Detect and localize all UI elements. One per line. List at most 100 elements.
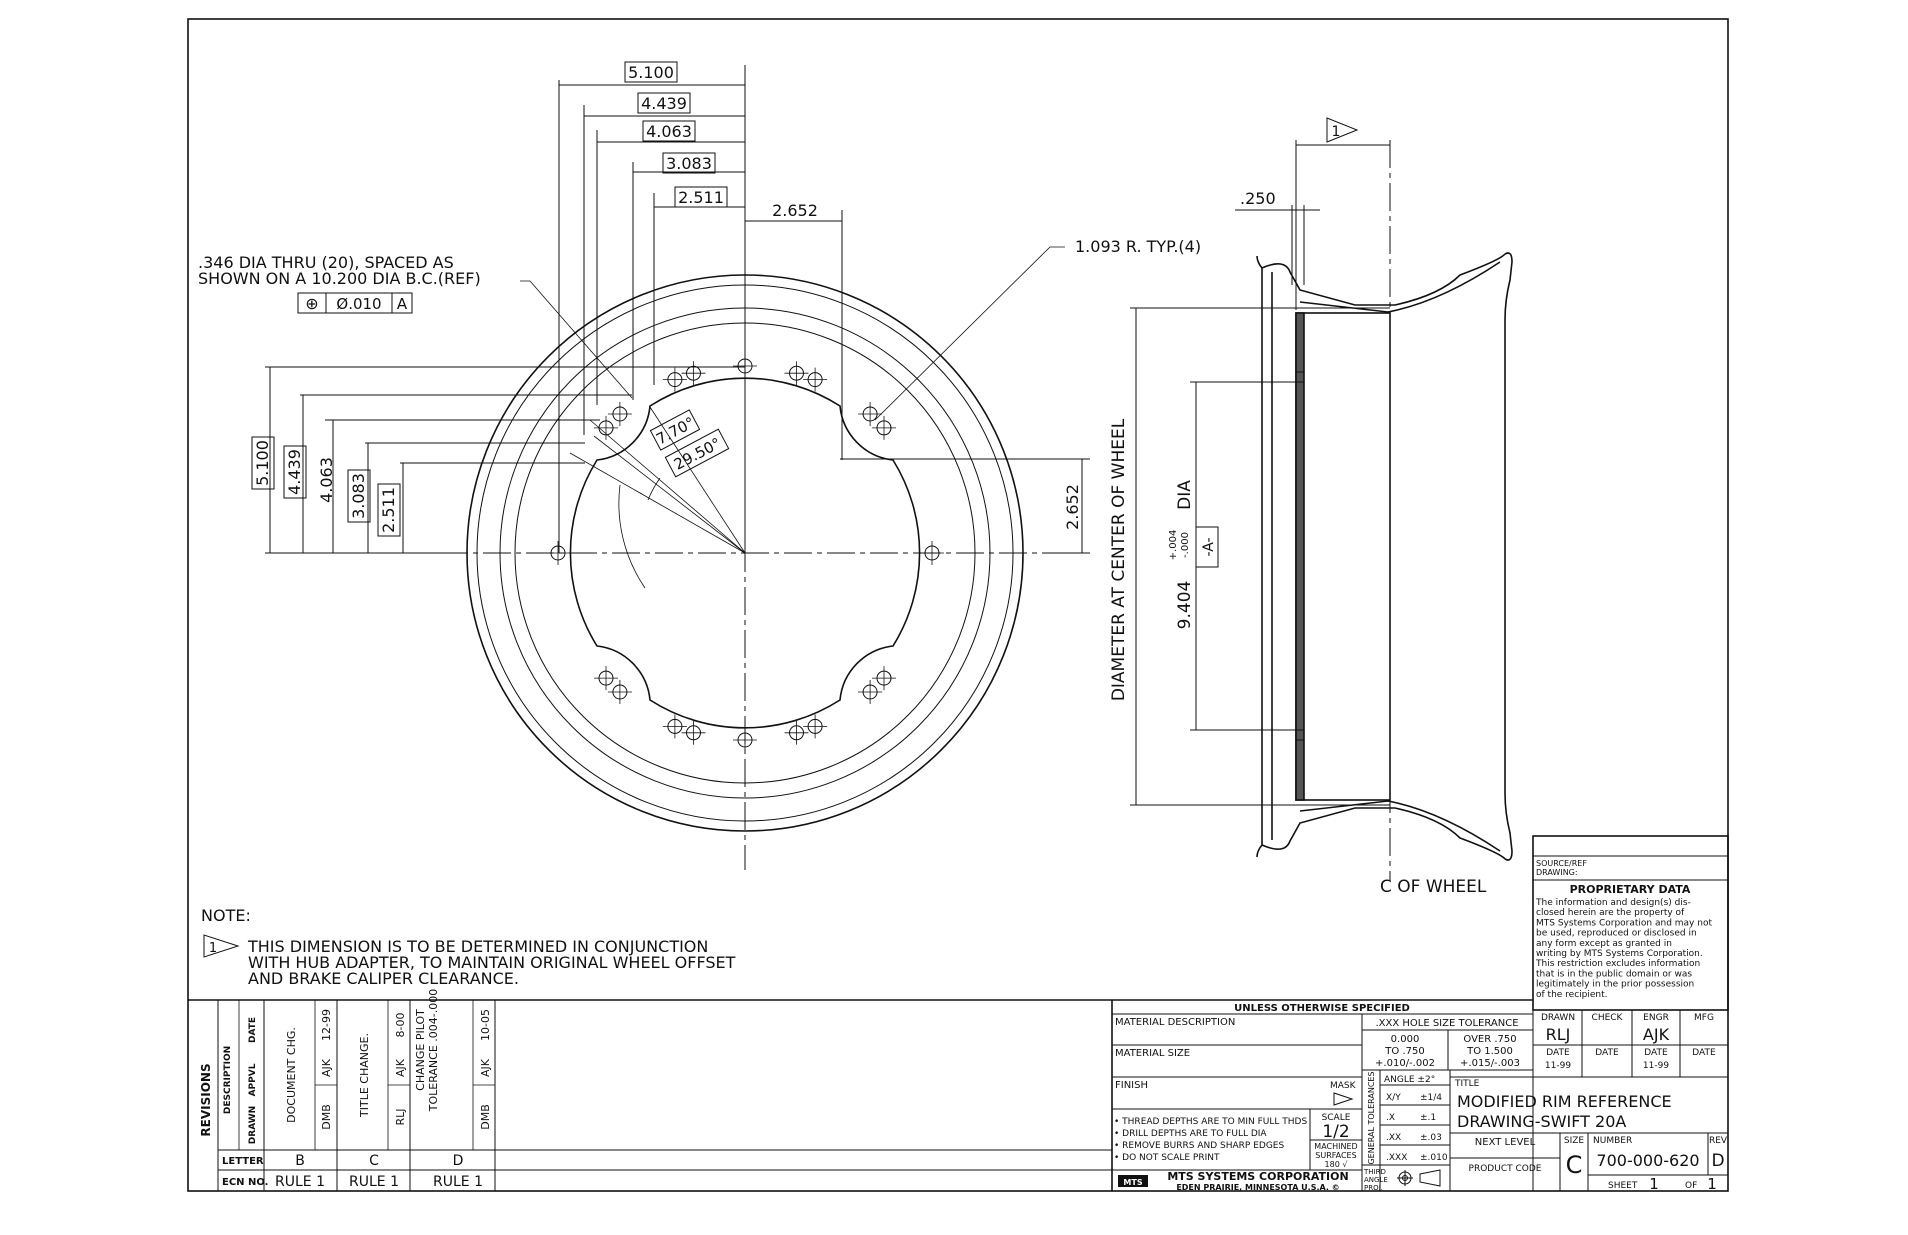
tb-note-3: • REMOVE BURRS AND SHARP EDGES (1114, 1141, 1284, 1151)
mts-logo-text: MTS (1123, 1178, 1142, 1187)
rim-profile-outer (1256, 253, 1506, 860)
dim-h-5100: 5.100 (628, 63, 674, 82)
company-location: EDEN PRAIRIE, MINNESOTA U.S.A. © (1176, 1183, 1339, 1192)
angle-ray-2 (569, 452, 746, 554)
third-angle-projection-icon (1397, 1169, 1441, 1187)
proprietary-text: The information and design(s) dis-closed… (1535, 898, 1712, 1000)
radius-leader (874, 246, 1065, 421)
dim-box-2511-left (377, 483, 401, 537)
hole-tol-c2-r3: +.015/-.003 (1460, 1058, 1520, 1069)
third-angle-2: ANGLE (1364, 1176, 1388, 1184)
drawn-value: RLJ (1546, 1025, 1571, 1044)
frac-label: X/Y (1386, 1093, 1401, 1103)
angle-arc-1 (618, 484, 646, 589)
drawn-date: 11-99 (1545, 1061, 1571, 1071)
engr-label: ENGR (1643, 1013, 1669, 1023)
pilot-tol-minus: -.000 (1180, 532, 1191, 558)
source-ref-label2: DRAWING: (1536, 868, 1578, 877)
hole-note-line2: SHOWN ON A 10.200 DIA B.C.(REF) (198, 269, 481, 288)
material-description-label: MATERIAL DESCRIPTION (1115, 1017, 1235, 1028)
angle-tol: ANGLE ±2° (1384, 1075, 1435, 1085)
xx-tol: ±.03 (1420, 1133, 1442, 1143)
angle-arc-2 (647, 477, 661, 501)
frac-tol: ±1/4 (1420, 1093, 1442, 1103)
hole-tol-c1-r2: TO .750 (1384, 1046, 1424, 1057)
proprietary-block: SOURCE/REF DRAWING: PROPRIETARY DATA The… (1532, 835, 1729, 1011)
note-line3: AND BRAKE CALIPER CLEARANCE. (248, 969, 519, 988)
fcf-tolerance: Ø.010 (336, 295, 381, 313)
rev-d-description2: TOLERANCE .004-.000 (427, 989, 440, 1113)
dim-box-4439-left (283, 445, 307, 499)
angle-label-group-1: 7.70° (649, 409, 701, 451)
tb-note-2: • DRILL DEPTHS ARE TO FULL DIA (1114, 1129, 1267, 1139)
tb-note-1: • THREAD DEPTHS ARE TO MIN FULL THDS (1114, 1117, 1307, 1127)
centerline-label: C OF WHEEL (1380, 877, 1487, 897)
unless-specified: UNLESS OTHERWISE SPECIFIED (1234, 1003, 1410, 1014)
drawing-number: 700-000-620 (1596, 1151, 1699, 1170)
rev-label: REV (1709, 1136, 1728, 1146)
front-view: 5.100 4.439 4.063 3.083 2.511 2.652 5.10… (198, 61, 1201, 870)
title-block: UNLESS OTHERWISE SPECIFIED MATERIAL DESC… (1111, 1000, 1728, 1193)
rev-c-date: 8-00 (394, 1013, 407, 1038)
right-offset-dimension-lines (840, 458, 1090, 554)
datum-a-box (1195, 526, 1219, 568)
dim-h-2511: 2.511 (678, 188, 724, 207)
title-label: TITLE (1454, 1079, 1480, 1089)
dim-h-4439: 4.439 (641, 94, 687, 113)
proprietary-line: that is in the public domain or was (1536, 969, 1692, 979)
xx-label: .XX (1386, 1133, 1401, 1143)
rev-c-appvl: AJK (394, 1058, 407, 1077)
engr-date: 11-99 (1643, 1061, 1669, 1071)
thickness-dim: .250 (1240, 189, 1276, 208)
angle-ray-1 (593, 435, 746, 554)
note-flag (203, 934, 240, 958)
rev-value: D (1711, 1151, 1724, 1171)
machined-line2: SURFACES (1315, 1151, 1356, 1160)
general-note: NOTE: 1 THIS DIMENSION IS TO BE DETERMIN… (201, 906, 736, 988)
third-angle-3: PROJ. (1364, 1184, 1383, 1192)
note-line2: WITH HUB ADAPTER, TO MAINTAIN ORIGINAL W… (248, 953, 736, 972)
fcf-datum: A (397, 295, 408, 313)
rev-d-drawn: DMB (479, 1104, 492, 1130)
drawing-title-line2: DRAWING-SWIFT 20A (1457, 1112, 1626, 1131)
of-value: 1 (1707, 1175, 1717, 1193)
hole-note-line1: .346 DIA THRU (20), SPACED AS (198, 253, 454, 272)
dim-box-2511-top (674, 186, 728, 208)
hole-tol-c1-r1: 0.000 (1391, 1034, 1420, 1045)
rev-b-ecn: RULE 1 (275, 1174, 325, 1190)
machined-line3: 180 √ (1325, 1160, 1349, 1169)
angle-ray-4 (649, 406, 746, 554)
dim-v-2652-right: 2.652 (1063, 484, 1082, 530)
rev-b-date: 12-99 (320, 1009, 333, 1041)
rev-header-drawn: DRAWN (248, 1106, 258, 1144)
xxx-label: .XXX (1386, 1153, 1407, 1163)
engr-value: AJK (1643, 1025, 1670, 1044)
engr-date-label: DATE (1644, 1048, 1668, 1058)
proprietary-line: MTS Systems Corporation and may not (1536, 918, 1712, 928)
rev-b-letter: B (295, 1153, 305, 1169)
mfg-date-label: DATE (1692, 1048, 1716, 1058)
mask-flag-icon (1333, 1092, 1354, 1106)
rev-c-description: TITLE CHANGE. (358, 1033, 371, 1118)
rev-header-description: DESCRIPTION (223, 1046, 233, 1114)
disc-section-outline (1295, 312, 1305, 801)
hole-note-leader (520, 280, 633, 399)
sheet-label: SHEET (1608, 1181, 1638, 1191)
rev-b-appvl: AJK (320, 1058, 333, 1077)
dim-box-4439-top (637, 92, 691, 114)
diameter-label: DIAMETER AT CENTER OF WHEEL (1109, 418, 1129, 701)
rev-c-ecn: RULE 1 (349, 1174, 399, 1190)
check-label: CHECK (1592, 1013, 1624, 1023)
proprietary-line: This restriction excludes information (1535, 959, 1700, 969)
hole-tol-title: .XXX HOLE SIZE TOLERANCE (1375, 1018, 1518, 1029)
disc-section-hatch (1296, 313, 1304, 800)
hole-tol-c2-r1: OVER .750 (1463, 1034, 1516, 1045)
pilot-diameter: 9.404 (1175, 581, 1195, 630)
datum-a: -A- (1201, 537, 1217, 556)
position-symbol: ⊕ (305, 294, 318, 313)
machined-line1: MACHINED (1314, 1142, 1357, 1151)
dim-v-3083: 3.083 (349, 473, 368, 519)
radius-note: 1.093 R. TYP.(4) (1075, 237, 1201, 256)
dim-box-3083-left (347, 469, 371, 523)
